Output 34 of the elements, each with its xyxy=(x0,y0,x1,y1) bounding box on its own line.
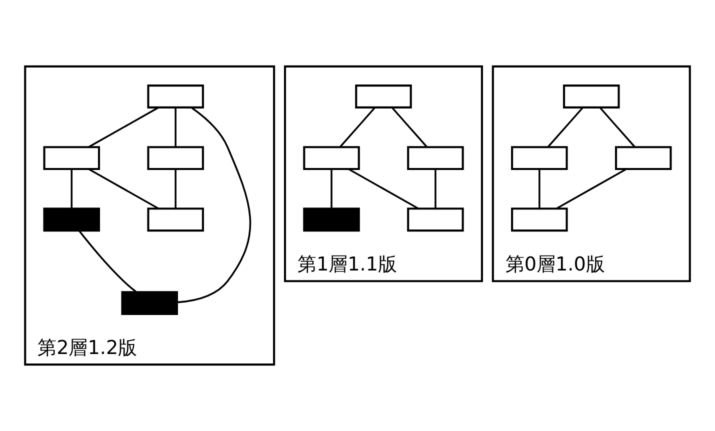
node-box xyxy=(121,291,178,315)
connector xyxy=(88,168,159,210)
connector xyxy=(599,107,636,148)
node-box xyxy=(511,146,568,170)
connector xyxy=(70,169,73,208)
connector xyxy=(78,230,137,292)
cluster: 第1層1.1版 xyxy=(284,65,483,282)
node-box xyxy=(355,84,412,108)
connector xyxy=(330,169,332,208)
connector xyxy=(538,169,540,208)
connector xyxy=(88,106,159,148)
connector xyxy=(348,168,419,210)
connector xyxy=(174,108,176,147)
node-box xyxy=(407,208,464,232)
connector xyxy=(548,107,584,148)
connector xyxy=(556,168,627,210)
node-box xyxy=(303,208,360,232)
node-box xyxy=(43,208,100,232)
node-box xyxy=(147,146,204,170)
connector xyxy=(177,107,252,304)
node-box xyxy=(147,84,204,108)
node-box xyxy=(147,208,204,232)
node-box xyxy=(614,146,672,170)
cluster: 第2層1.2版 xyxy=(24,65,276,366)
connector xyxy=(174,169,176,208)
connector xyxy=(340,107,376,148)
node-box xyxy=(511,208,568,232)
connector xyxy=(434,169,436,208)
cluster: 第0層1.0版 xyxy=(492,65,691,282)
node-box xyxy=(43,146,100,170)
node-box xyxy=(407,146,464,170)
node-box xyxy=(563,84,620,108)
connector xyxy=(391,107,428,148)
node-box xyxy=(303,146,360,170)
